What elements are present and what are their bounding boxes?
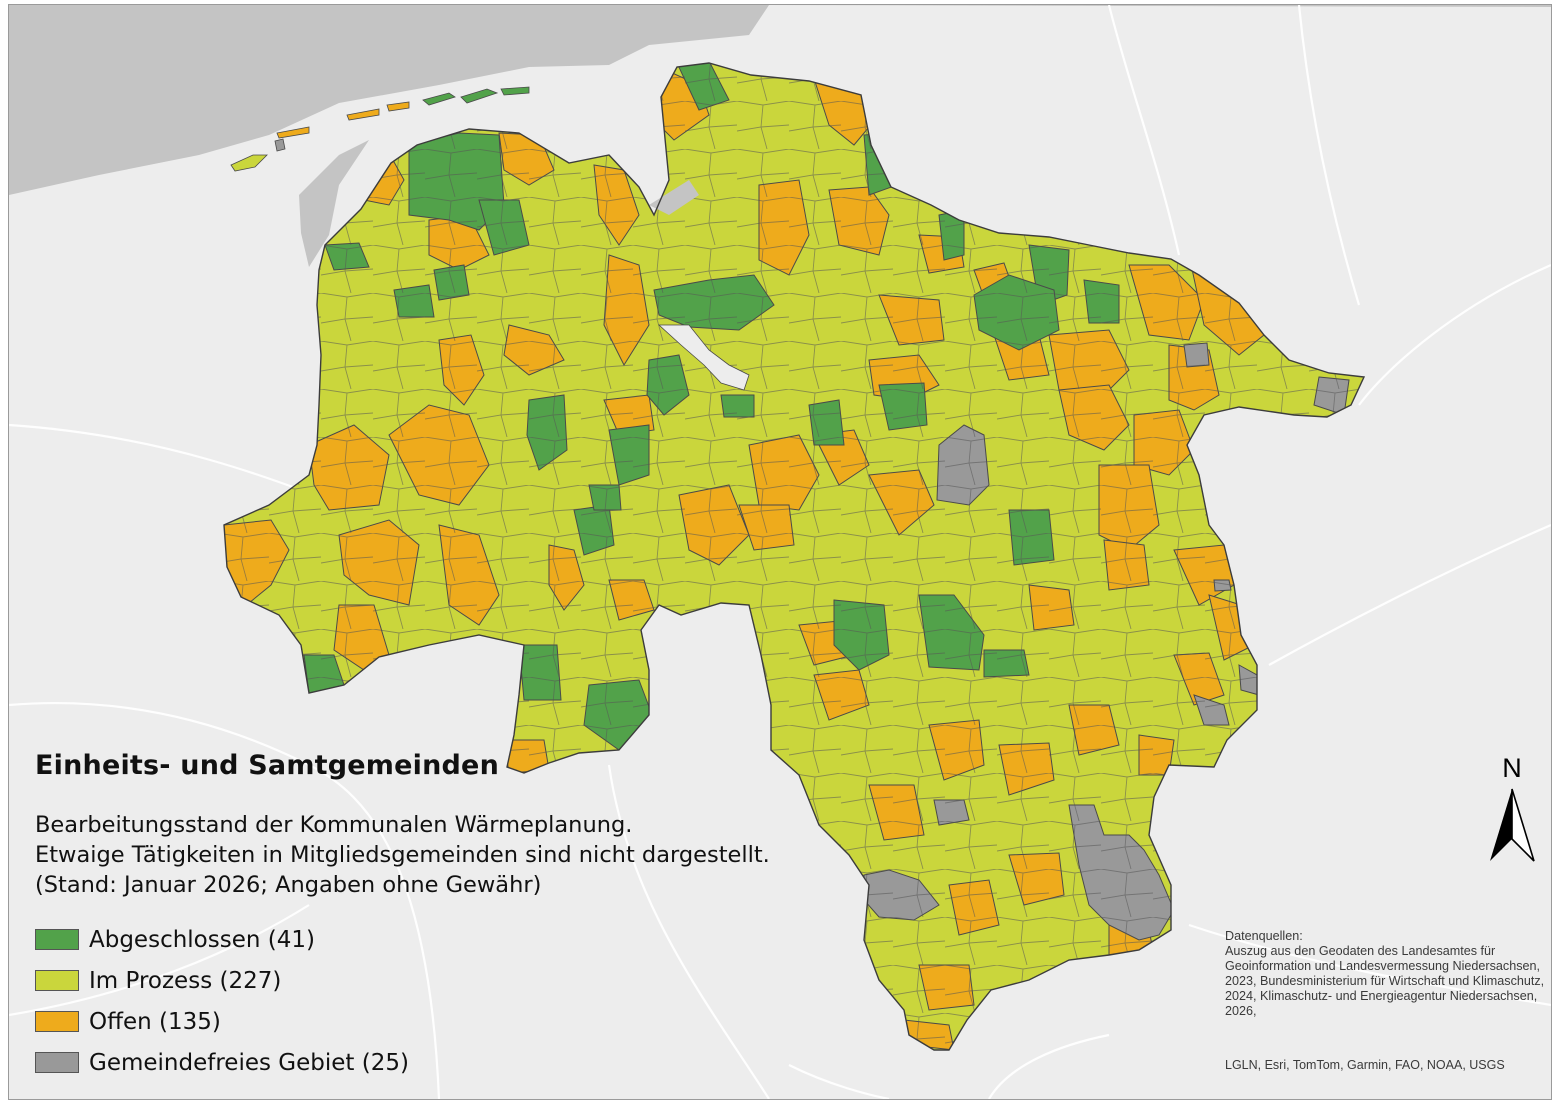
legend-list: Abgeschlossen (41) Im Prozess (227) Offe… — [35, 919, 409, 1083]
legend-swatch — [35, 1052, 79, 1073]
north-label: N — [1502, 753, 1522, 783]
legend-item-label: Gemeindefreies Gebiet (25) — [89, 1049, 409, 1076]
weser-river — [657, 324, 750, 391]
legend-swatch — [35, 929, 79, 950]
legend-item-label: Abgeschlossen (41) — [89, 926, 315, 953]
legend-title: Einheits- und Samtgemeinden — [35, 750, 499, 781]
legend-swatch — [35, 970, 79, 991]
sources-heading: Datenquellen: — [1225, 929, 1303, 943]
legend-subtitle-line: Etwaige Tätigkeiten in Mitgliedsgemeinde… — [35, 842, 770, 868]
road-network — [9, 5, 1551, 1099]
legend-item-im-prozess[interactable]: Im Prozess (227) — [35, 960, 409, 1001]
north-arrow-icon — [1490, 788, 1535, 862]
legend-item-offen[interactable]: Offen (135) — [35, 1001, 409, 1042]
sources-text: Auszug aus den Geodaten des Landesamtes … — [1225, 944, 1545, 1018]
north-sea — [9, 5, 1551, 195]
legend-item-label: Im Prozess (227) — [89, 967, 282, 994]
legend-item-gemeindefrei[interactable]: Gemeindefreies Gebiet (25) — [35, 1042, 409, 1083]
map-frame: Einheits- und Samtgemeinden Bearbeitungs… — [8, 4, 1552, 1100]
north-arrow: N — [1487, 753, 1537, 868]
municipality-boundaries — [224, 63, 1364, 1050]
ems-estuary — [299, 140, 369, 267]
map-attribution: LGLN, Esri, TomTom, Garmin, FAO, NOAA, U… — [1225, 1058, 1505, 1072]
legend-subtitle: Bearbeitungsstand der Kommunalen Wärmepl… — [35, 810, 770, 900]
legend-subtitle-line: Bearbeitungsstand der Kommunalen Wärmepl… — [35, 812, 633, 838]
elbe-river — [649, 180, 699, 215]
legend-item-abgeschlossen[interactable]: Abgeschlossen (41) — [35, 919, 409, 960]
legend-item-label: Offen (135) — [89, 1008, 221, 1035]
data-sources: Datenquellen: Auszug aus den Geodaten de… — [1225, 929, 1550, 1019]
east-frisian-islands — [230, 86, 530, 172]
legend-swatch — [35, 1011, 79, 1032]
map-canvas[interactable] — [9, 5, 1551, 1099]
legend-subtitle-line: (Stand: Januar 2026; Angaben ohne Gewähr… — [35, 872, 542, 898]
